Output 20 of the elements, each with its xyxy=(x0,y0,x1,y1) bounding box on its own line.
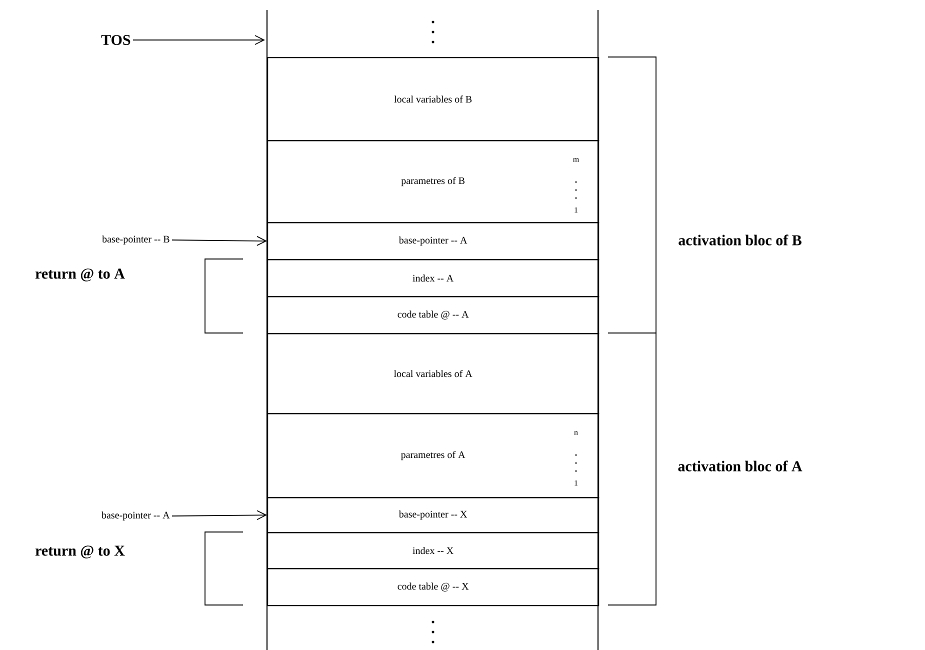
stack-cell: parametres of A n 1 xyxy=(267,413,600,498)
bracket-label: return @ to X xyxy=(35,546,125,558)
stack-cell: index -- A xyxy=(267,259,600,298)
bracket-label: activation bloc of A xyxy=(678,460,802,472)
stack-cell: base-pointer -- X xyxy=(267,497,600,534)
pointer-label: TOS xyxy=(101,34,130,46)
stack-cell: parametres of B m 1 xyxy=(267,140,600,224)
stack-cell: code table @ -- X xyxy=(267,568,600,606)
stack-cell: local variables of A xyxy=(267,333,600,414)
stack-cell: local variables of B xyxy=(267,57,600,142)
stack-cell: base-pointer -- A xyxy=(267,222,600,260)
arrow xyxy=(172,510,267,520)
stack-cell: code table @ -- A xyxy=(267,296,600,334)
stack-cell: index -- X xyxy=(267,532,600,570)
pointer-label: base-pointer -- B xyxy=(102,235,170,245)
bracket-label: activation bloc of B xyxy=(678,234,802,246)
bracket-label: return @ to A xyxy=(35,268,125,282)
pointer-label: base-pointer -- A xyxy=(102,511,170,521)
arrow xyxy=(132,35,265,45)
arrow xyxy=(172,236,267,246)
